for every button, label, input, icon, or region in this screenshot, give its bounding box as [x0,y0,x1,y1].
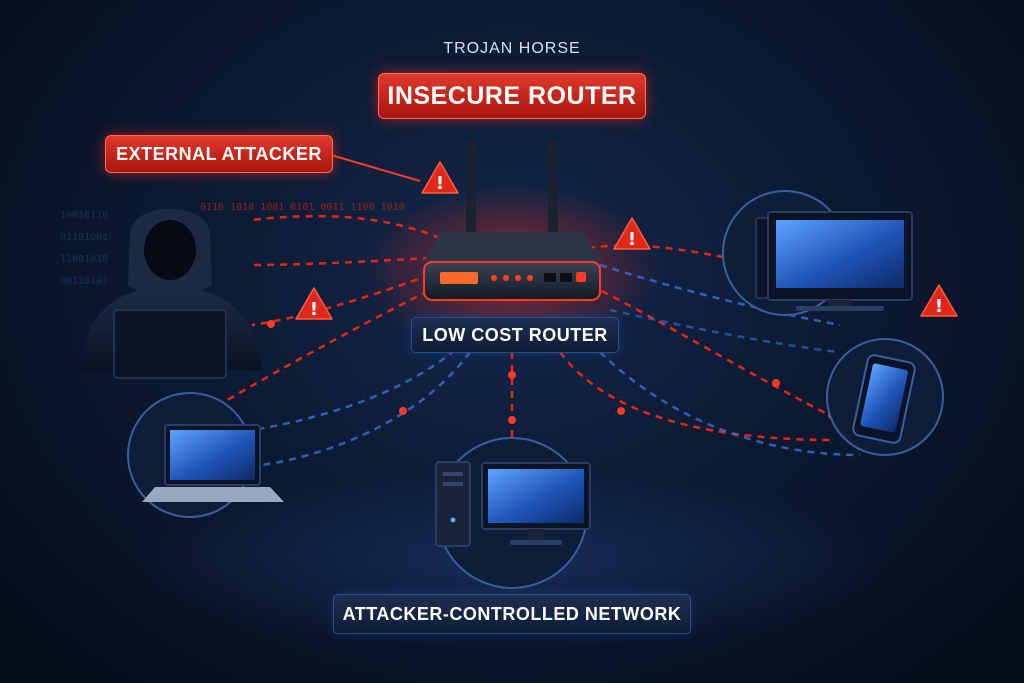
warning-icon: ! [295,287,333,320]
link-phone-red-2 [558,351,836,442]
connection-lines [184,214,861,467]
link-attacker-2 [249,256,431,267]
laptop-icon [127,392,284,518]
svg-text:10010110: 10010110 [60,210,108,221]
attacker-leader-line [330,154,421,182]
router-label: LOW COST ROUTER [411,317,619,353]
attacker-code: 0110 1010 1001 0101 0011 1100 1010 [200,202,405,213]
monitor-icon [481,462,591,545]
svg-text:!: ! [628,229,636,250]
link-laptop-red [184,283,441,427]
link-phone-red [589,283,836,420]
title-badge: INSECURE ROUTER [378,73,646,119]
monitor-icon [722,190,913,316]
link-monitor-blue [599,263,841,327]
svg-text:!: ! [310,299,318,320]
link-phone-blue [599,351,861,457]
svg-text:!: ! [935,296,943,317]
link-laptop-blue-2 [261,351,472,467]
svg-text:01101001: 01101001 [60,232,108,243]
svg-text:00110101: 00110101 [60,276,108,287]
smartphone-icon [826,338,944,456]
link-phone-blue-2 [609,308,839,354]
warning-icon: ! [421,161,459,194]
kicker-text: TROJAN HORSE [443,40,581,57]
link-laptop-blue-1 [239,349,456,434]
svg-text:11001010: 11001010 [60,254,108,265]
link-monitor-red [574,244,749,264]
attacker-label: EXTERNAL ATTACKER [105,135,333,173]
svg-text:!: ! [436,173,444,194]
link-attacker-1 [249,214,441,240]
hacker-icon: 10010110 01101001 11001010 00110101 0110… [60,202,405,379]
network-label: ATTACKER-CONTROLLED NETWORK [333,594,691,634]
router-icon [423,140,601,301]
warning-icon: ! [920,284,958,317]
warning-icon: ! [613,217,651,250]
